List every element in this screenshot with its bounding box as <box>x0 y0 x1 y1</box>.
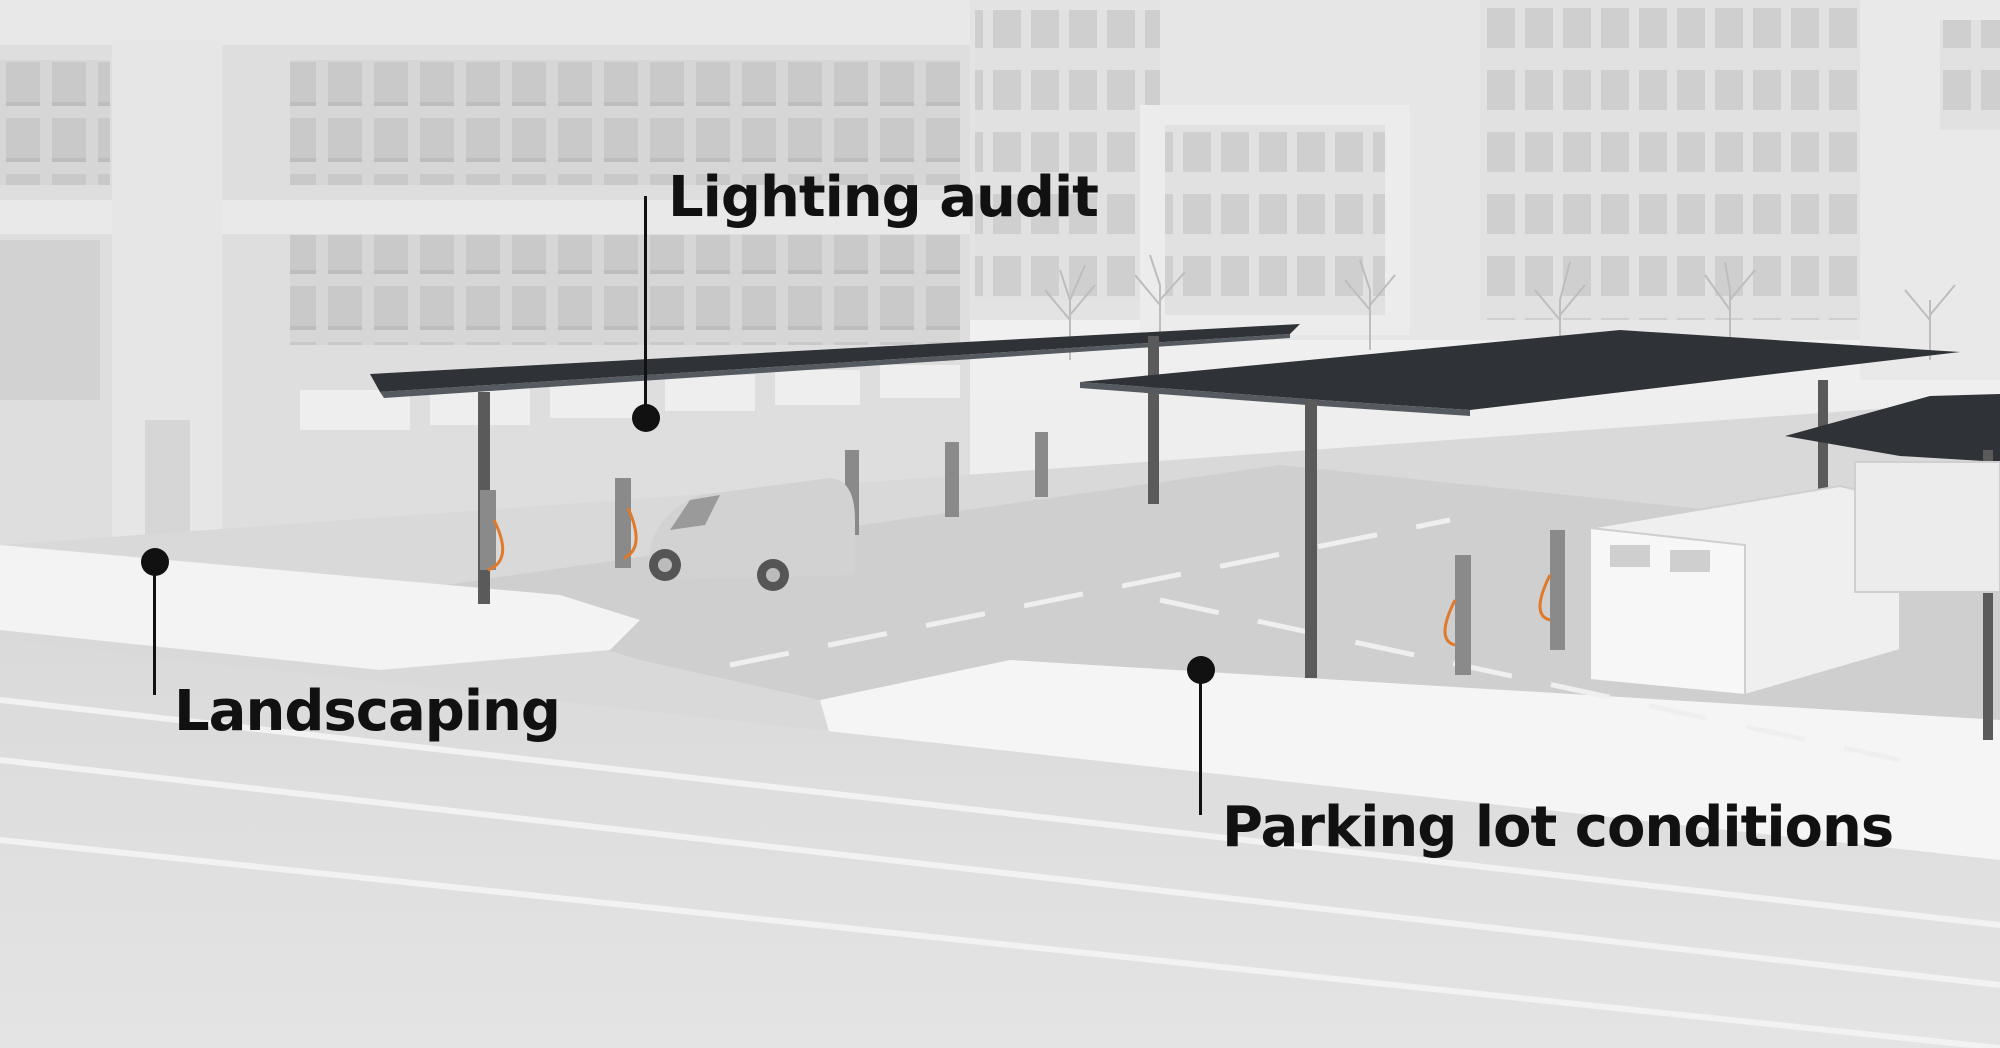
parking-callout-line <box>1199 670 1202 815</box>
left-sidewalk <box>0 545 640 670</box>
road <box>0 640 2000 1048</box>
lot-markings <box>729 517 1901 763</box>
landscaping-callout-line <box>153 562 156 695</box>
right-sidewalk <box>820 660 2000 860</box>
ev-chargers <box>480 432 1565 675</box>
left-building <box>0 0 970 545</box>
lighting-callout-dot <box>632 404 660 432</box>
bare-trees <box>1044 254 1956 360</box>
parking-lot-conditions-label: Parking lot conditions <box>1222 795 1894 860</box>
landscaping-label: Landscaping <box>174 679 561 744</box>
lighting-callout-line <box>644 196 647 418</box>
lighting-audit-label: Lighting audit <box>668 165 1099 230</box>
battery-containers <box>1589 461 2000 697</box>
far-right-carport <box>1785 394 2000 740</box>
electric-van <box>648 478 855 591</box>
road-markings <box>0 697 2000 1048</box>
